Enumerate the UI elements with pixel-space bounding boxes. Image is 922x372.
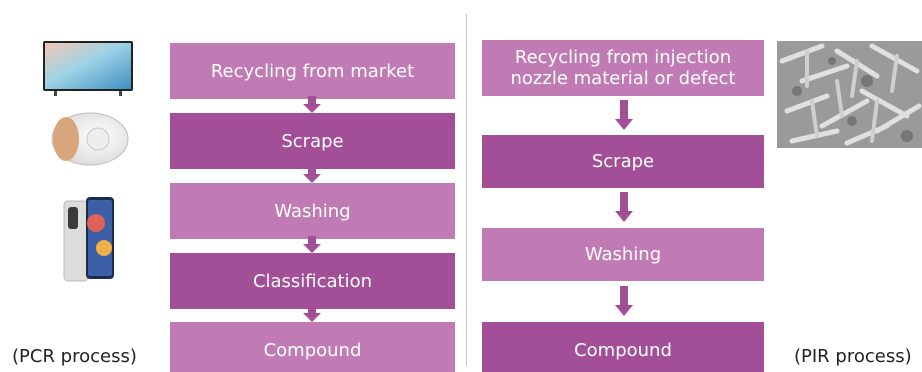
pcr-step-3: Washing <box>170 183 455 239</box>
pir-step-2: Scrape <box>482 135 764 188</box>
pcr-step-2: Scrape <box>170 113 455 169</box>
arrow-down-icon <box>303 96 321 113</box>
pcr-step-4: Classification <box>170 253 455 309</box>
pir-step-1: Recycling from injection nozzle material… <box>482 40 764 96</box>
pir-caption: (PIR process) <box>794 346 912 367</box>
arrow-down-icon <box>303 236 321 253</box>
column-divider <box>466 14 467 366</box>
arrow-down-icon <box>303 305 321 322</box>
plastic-runner-scrap-photo <box>777 41 922 148</box>
arrow-down-icon <box>615 192 633 222</box>
arrow-down-icon <box>303 166 321 183</box>
pir-step-3: Washing <box>482 228 764 281</box>
speaker-icon <box>48 110 130 168</box>
smartphone-icon <box>60 193 118 285</box>
pcr-step-1: Recycling from market <box>170 43 455 99</box>
arrow-down-icon <box>615 286 633 316</box>
arrow-down-icon <box>615 100 633 130</box>
pir-step-4: Compound <box>482 322 764 372</box>
pcr-step-5: Compound <box>170 322 455 372</box>
tv-icon <box>40 38 136 98</box>
pcr-caption: (PCR process) <box>12 346 137 367</box>
